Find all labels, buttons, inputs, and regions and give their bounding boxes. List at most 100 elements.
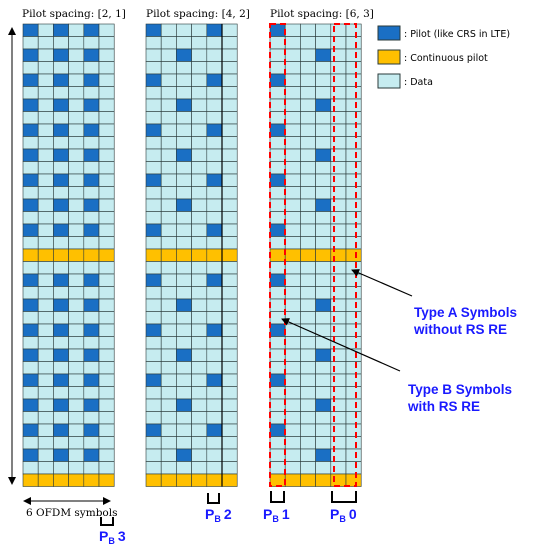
data-cell — [145, 186, 162, 200]
data-cell — [315, 86, 332, 100]
data-cell — [145, 386, 162, 400]
data-cell — [206, 48, 223, 62]
pilot-cell — [315, 298, 332, 312]
data-cell — [37, 411, 54, 425]
data-cell — [160, 386, 177, 400]
pilot-cell — [53, 373, 69, 387]
data-cell — [300, 286, 316, 300]
data-cell — [145, 286, 162, 300]
data-cell — [206, 111, 223, 125]
data-cell — [176, 136, 192, 150]
data-cell — [300, 186, 316, 200]
pilot-cell — [83, 48, 100, 62]
data-cell — [206, 361, 223, 375]
data-cell — [83, 361, 100, 375]
data-cell — [300, 173, 316, 187]
data-cell — [98, 123, 115, 137]
data-cell — [98, 298, 115, 312]
data-cell — [284, 161, 301, 175]
data-cell — [345, 186, 362, 200]
data-cell — [269, 286, 286, 300]
data-cell — [22, 236, 39, 250]
data-cell — [221, 161, 238, 175]
data-cell — [191, 236, 208, 250]
data-cell — [68, 186, 85, 200]
data-cell — [98, 386, 115, 400]
data-cell — [191, 323, 208, 337]
pilot-cell — [22, 398, 39, 412]
pilot-cell — [269, 23, 286, 37]
data-cell — [37, 223, 54, 237]
data-cell — [160, 111, 177, 125]
data-cell — [269, 361, 286, 375]
data-cell — [37, 398, 54, 412]
pilot-cell — [83, 223, 100, 237]
data-cell — [345, 323, 362, 337]
legend-pilot-label: : Pilot (like CRS in LTE) — [404, 29, 510, 40]
data-cell — [345, 386, 362, 400]
pilot-cell — [53, 448, 69, 462]
data-cell — [37, 323, 54, 337]
pilot-cell — [176, 298, 192, 312]
data-cell — [345, 86, 362, 100]
data-cell — [98, 348, 115, 362]
data-cell — [160, 48, 177, 62]
continuous-pilot-cell — [191, 248, 208, 262]
data-cell — [145, 211, 162, 225]
continuous-pilot-cell — [83, 473, 100, 487]
pilot-cell — [269, 73, 286, 87]
data-cell — [300, 261, 316, 275]
data-cell — [221, 173, 238, 187]
data-cell — [22, 161, 39, 175]
data-cell — [269, 411, 286, 425]
data-cell — [145, 398, 162, 412]
data-cell — [269, 348, 286, 362]
data-cell — [300, 298, 316, 312]
data-cell — [160, 323, 177, 337]
data-cell — [345, 361, 362, 375]
data-cell — [22, 436, 39, 450]
data-cell — [145, 336, 162, 350]
pb1-bracket — [270, 491, 285, 503]
data-cell — [160, 398, 177, 412]
data-cell — [315, 223, 332, 237]
data-cell — [145, 36, 162, 50]
data-cell — [160, 448, 177, 462]
data-cell — [160, 273, 177, 287]
data-cell — [284, 111, 301, 125]
data-cell — [22, 336, 39, 350]
data-cell — [98, 86, 115, 100]
pilot-cell — [83, 198, 100, 212]
data-cell — [300, 273, 316, 287]
data-cell — [68, 373, 85, 387]
continuous-pilot-cell — [160, 473, 177, 487]
data-cell — [145, 98, 162, 112]
pilot-cell — [145, 123, 162, 137]
data-cell — [68, 48, 85, 62]
data-cell — [269, 261, 286, 275]
data-cell — [221, 111, 238, 125]
data-cell — [345, 111, 362, 125]
data-cell — [284, 236, 301, 250]
data-cell — [53, 336, 69, 350]
data-cell — [160, 411, 177, 425]
data-cell — [160, 186, 177, 200]
pilot-cell — [145, 23, 162, 37]
data-cell — [191, 36, 208, 50]
data-cell — [68, 36, 85, 50]
data-cell — [176, 86, 192, 100]
pilot-cell — [53, 323, 69, 337]
data-cell — [37, 423, 54, 437]
data-cell — [300, 436, 316, 450]
data-cell — [206, 298, 223, 312]
data-cell — [300, 348, 316, 362]
data-cell — [98, 136, 115, 150]
data-cell — [191, 186, 208, 200]
data-cell — [345, 173, 362, 187]
data-cell — [176, 423, 192, 437]
data-cell — [37, 311, 54, 325]
data-cell — [160, 161, 177, 175]
data-cell — [37, 123, 54, 137]
